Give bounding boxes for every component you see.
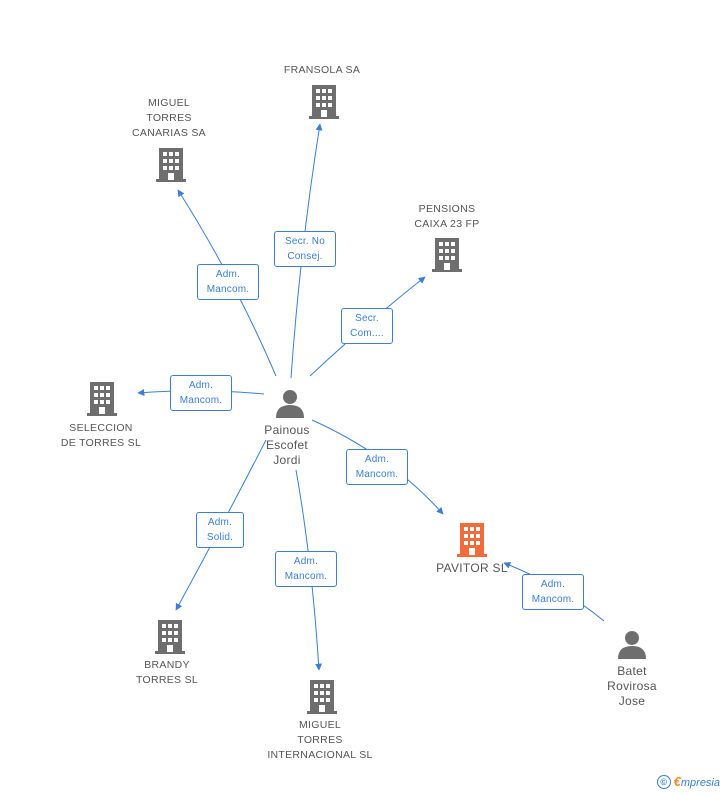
building-icon <box>432 238 462 277</box>
building-icon <box>155 620 185 659</box>
edge-label-line: Adm. <box>540 579 566 590</box>
label-line: INTERNACIONAL SL <box>267 749 373 761</box>
node-label-pensions[interactable]: PENSIONS CAIXA 23 FP <box>387 202 507 232</box>
edge-label-batet-pavitor[interactable]: Adm. Mancom. <box>522 574 584 610</box>
node-label-fransola[interactable]: FRANSOLA SA <box>262 63 382 78</box>
node-label-brandy[interactable]: BRANDY TORRES SL <box>107 658 227 688</box>
building-icon <box>156 148 186 187</box>
edge-label-line: Mancom. <box>531 594 575 605</box>
edge-label-line: Adm. <box>364 454 390 465</box>
person-icon <box>617 629 647 664</box>
edge-label-line: Secr. No <box>285 236 325 247</box>
node-label-batet[interactable]: Batet Rovirosa Jose <box>572 664 692 709</box>
brand-logo: €mpresia <box>674 774 720 789</box>
label-line: BRANDY <box>144 659 190 671</box>
label-line: DE TORRES SL <box>60 437 142 449</box>
label-line: Escofet <box>265 438 309 452</box>
label-line: Painous <box>264 423 310 437</box>
edge-label-line: Mancom. <box>284 571 328 582</box>
label-line: PAVITOR SL <box>436 561 508 575</box>
node-label-seleccion[interactable]: SELECCION DE TORRES SL <box>41 421 161 451</box>
label-line: PENSIONS <box>418 203 476 215</box>
brand-name: mpresia <box>680 777 720 789</box>
edge-label-line: Solid. <box>206 532 234 543</box>
label-line: FRANSOLA SA <box>283 64 361 76</box>
edge-label-brandy[interactable]: Adm. Solid. <box>196 512 244 548</box>
node-label-pavitor[interactable]: PAVITOR SL <box>412 561 532 576</box>
person-icon <box>275 388 305 423</box>
building-icon <box>309 85 339 124</box>
brand-initial: € <box>673 774 681 789</box>
edge-label-seleccion[interactable]: Adm. Mancom. <box>170 375 232 411</box>
label-line: Batet <box>617 664 647 678</box>
edge-label-pavitor[interactable]: Adm. Mancom. <box>346 449 408 485</box>
building-icon-focus <box>457 523 487 562</box>
edge-label-line: Adm. <box>215 269 241 280</box>
edge-label-line: Mancom. <box>179 395 223 406</box>
label-line: CAIXA 23 FP <box>414 218 480 230</box>
building-icon <box>87 382 117 421</box>
label-line: Jose <box>618 694 646 708</box>
label-line: TORRES <box>297 734 343 746</box>
edge-label-line: Adm. <box>188 380 214 391</box>
label-line: TORRES <box>146 112 192 124</box>
edge-label-miguel-canarias[interactable]: Adm. Mancom. <box>197 264 259 300</box>
copyright-icon: © <box>656 774 671 789</box>
edge-label-miguel-internacional[interactable]: Adm. Mancom. <box>275 551 337 587</box>
node-label-painous[interactable]: Painous Escofet Jordi <box>227 423 347 468</box>
edge-label-line: Secr. <box>355 313 379 324</box>
edge-label-line: Consej. <box>287 251 323 262</box>
edge-label-line: Mancom. <box>355 469 399 480</box>
edge-label-pensions[interactable]: Secr. Com.... <box>341 308 393 344</box>
edge-label-line: Adm. <box>207 517 233 528</box>
label-line: MIGUEL <box>147 97 191 109</box>
edge-label-fransola[interactable]: Secr. No Consej. <box>274 231 336 267</box>
label-line: TORRES SL <box>135 674 199 686</box>
brand-footer[interactable]: © €mpresia <box>656 774 720 789</box>
label-line: CANARIAS SA <box>132 127 206 139</box>
label-line: Jordi <box>273 453 301 467</box>
label-line: Rovirosa <box>607 679 657 693</box>
label-line: MIGUEL <box>298 719 342 731</box>
edge-label-line: Com.... <box>350 328 384 339</box>
label-line: SELECCION <box>69 422 133 434</box>
building-icon <box>307 680 337 719</box>
node-label-miguel-canarias[interactable]: MIGUEL TORRES CANARIAS SA <box>109 96 229 141</box>
edge-label-line: Adm. <box>293 556 319 567</box>
edge-label-line: Mancom. <box>206 284 250 295</box>
node-label-miguel-internacional[interactable]: MIGUEL TORRES INTERNACIONAL SL <box>250 718 390 763</box>
